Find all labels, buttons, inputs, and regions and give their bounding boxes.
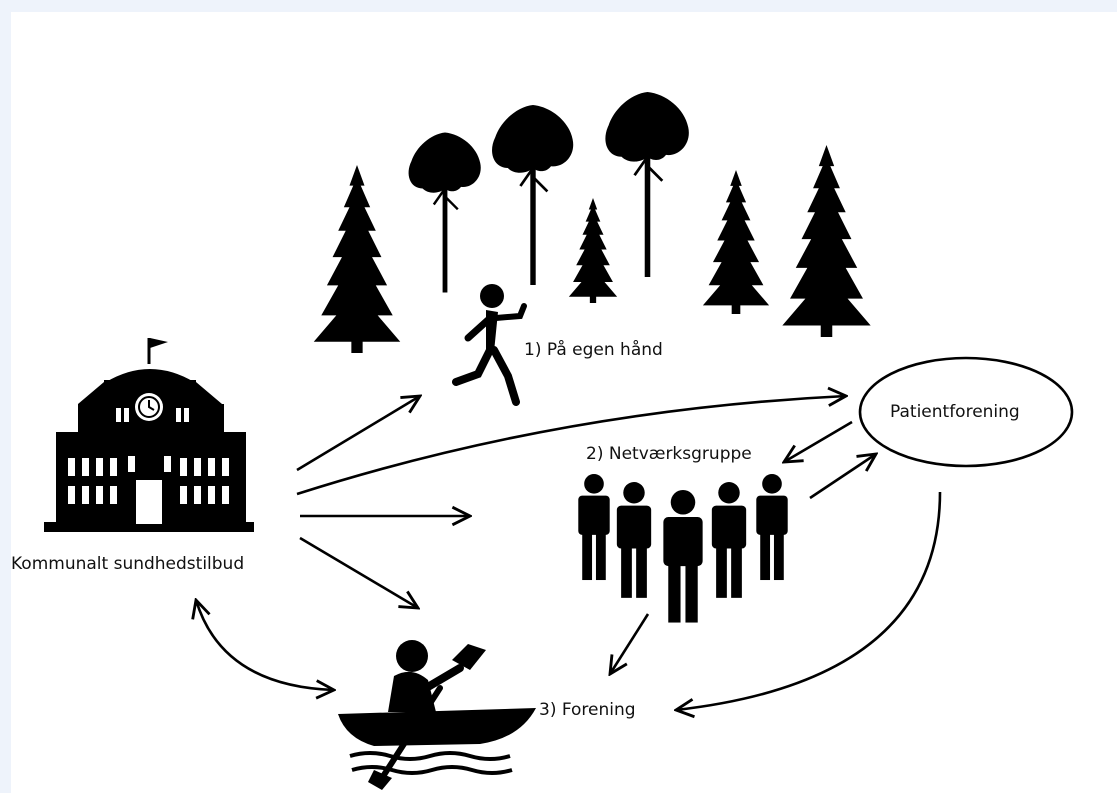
arrow-network-to-association [610,613,650,674]
pine-tree-icon [313,165,401,353]
association-label: 3) Forening [539,700,636,720]
group-of-people-icon [578,474,788,623]
kayaker-icon [338,640,536,790]
arrow-patient-to-network [784,420,853,462]
pine-tree-icon [782,145,871,337]
deciduous-tree-icon [407,131,482,294]
network-group-label: 2) Netværksgruppe [586,444,752,464]
pine-tree-icon [568,198,618,303]
patient-association-ellipse [858,356,1074,468]
deciduous-tree-icon [603,92,691,277]
arrow-to-association [299,536,418,608]
arrow-to-patient-association [296,396,846,496]
forest [313,92,871,353]
school-building-icon [44,338,254,532]
arrow-patient-to-association [676,491,942,710]
arrow-network-to-patient [809,454,876,500]
municipal-health-offer-label: Kommunalt sundhedstilbud [11,554,245,574]
arrows [196,396,942,710]
pine-tree-icon [702,170,770,314]
deciduous-tree-icon [490,103,575,287]
arrow-municipal-kayak [196,600,334,690]
own-label: 1) På egen hånd [524,340,663,360]
running-person-icon [452,284,527,406]
arrow-to-own [296,396,420,472]
flag-icon [150,338,168,348]
patient-association-label: Patientforening [890,402,1020,422]
